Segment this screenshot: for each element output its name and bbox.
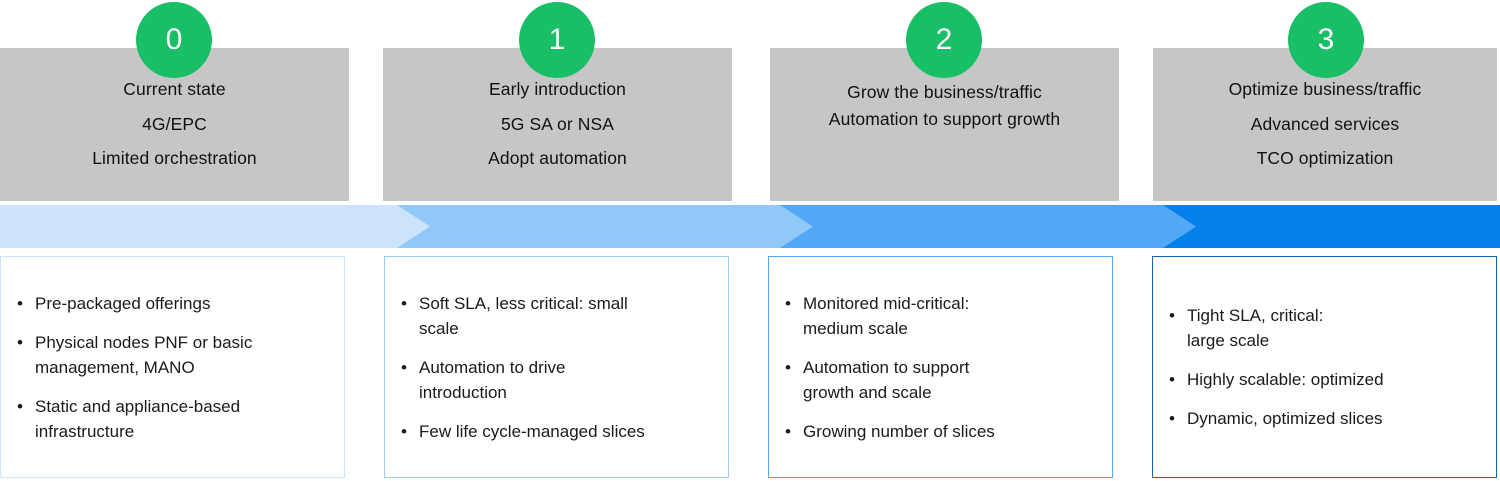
bullet-text: Monitored mid-critical: medium scale — [803, 293, 970, 338]
stage-badge-3[interactable]: 3 — [1288, 2, 1364, 78]
list-item: • Automation to support growth and scale — [783, 355, 1100, 405]
stage-header-line: Automation to support growth — [828, 109, 1061, 129]
bullet-icon: • — [785, 421, 791, 441]
bullet-icon: • — [1169, 370, 1175, 389]
stage-bullets-3: • Tight SLA, critical: large scale • Hig… — [1152, 256, 1497, 478]
stage-number: 1 — [548, 23, 566, 56]
stage-header-line: 5G SA or NSA — [500, 113, 615, 134]
list-item: • Monitored mid-critical: medium scale — [783, 291, 1100, 341]
arrow-segment-3 — [1130, 205, 1500, 248]
stage-header-line: Adopt automation — [488, 148, 627, 169]
bullet-text: Dynamic, optimized slices — [1187, 409, 1383, 428]
bullet-text: Automation to drive introduction — [419, 357, 566, 402]
stage-number: 3 — [1317, 23, 1335, 56]
bullet-text: Automation to support growth and scale — [803, 357, 970, 402]
stage-bullets-1: • Soft SLA, less critical: small scale •… — [384, 256, 729, 478]
list-item: • Automation to drive introduction — [399, 355, 716, 405]
stage-number: 2 — [935, 23, 953, 56]
stage-badge-1[interactable]: 1 — [519, 2, 595, 78]
stage-header-line: Limited orchestration — [92, 148, 257, 169]
stage-header-line: TCO optimization — [1256, 148, 1394, 169]
bullet-icon: • — [401, 293, 407, 313]
stage-header-line: Current state — [123, 78, 226, 99]
bullet-text: Few life cycle-managed slices — [419, 421, 645, 441]
list-item: • Tight SLA, critical: large scale — [1167, 303, 1484, 353]
stage-number: 0 — [165, 23, 183, 56]
list-item: • Static and appliance-based infrastruct… — [15, 394, 332, 444]
bullet-text: Static and appliance-based infrastructur… — [35, 396, 241, 441]
bullet-text: Growing number of slices — [803, 421, 995, 441]
bullet-icon: • — [785, 293, 791, 313]
arrow-segment-0 — [0, 205, 430, 248]
list-item: • Pre-packaged offerings — [15, 291, 332, 316]
bullet-icon: • — [1169, 306, 1175, 325]
bullet-icon: • — [17, 293, 23, 313]
bullet-icon: • — [401, 421, 407, 441]
bullet-text: Tight SLA, critical: large scale — [1187, 306, 1324, 350]
bullet-icon: • — [401, 357, 407, 377]
arrow-segment-2 — [747, 205, 1196, 248]
stage-badge-2[interactable]: 2 — [906, 2, 982, 78]
stage-header-line: Optimize business/traffic — [1228, 78, 1422, 99]
bullet-icon: • — [1169, 409, 1175, 428]
stage-header-line: 4G/EPC — [142, 113, 207, 134]
bullet-text: Physical nodes PNF or basic management, … — [35, 332, 253, 377]
stage-bullets-0: • Pre-packaged offerings • Physical node… — [0, 256, 345, 478]
bullet-text: Pre-packaged offerings — [35, 293, 211, 313]
stage-badge-0[interactable]: 0 — [136, 2, 212, 78]
progression-arrow-band — [0, 205, 1500, 248]
list-item: • Physical nodes PNF or basic management… — [15, 330, 332, 380]
stage-header-line: Grow the business/traffic — [847, 82, 1042, 103]
stage-header-line: Early introduction — [488, 78, 626, 99]
bullet-text: Soft SLA, less critical: small scale — [419, 293, 628, 338]
stage-header-2: Grow the business/traffic Automation to … — [770, 48, 1119, 201]
list-item: • Highly scalable: optimized — [1167, 367, 1484, 392]
bullet-icon: • — [17, 332, 23, 352]
list-item: • Soft SLA, less critical: small scale — [399, 291, 716, 341]
list-item: • Dynamic, optimized slices — [1167, 406, 1484, 431]
stage-bullets-2: • Monitored mid-critical: medium scale •… — [768, 256, 1113, 478]
bullet-icon: • — [17, 396, 23, 416]
bullet-icon: • — [785, 357, 791, 377]
arrow-segment-1 — [364, 205, 813, 248]
stage-header-line: Advanced services — [1250, 113, 1400, 134]
list-item: • Few life cycle-managed slices — [399, 419, 716, 444]
list-item: • Growing number of slices — [783, 419, 1100, 444]
bullet-text: Highly scalable: optimized — [1187, 370, 1384, 389]
